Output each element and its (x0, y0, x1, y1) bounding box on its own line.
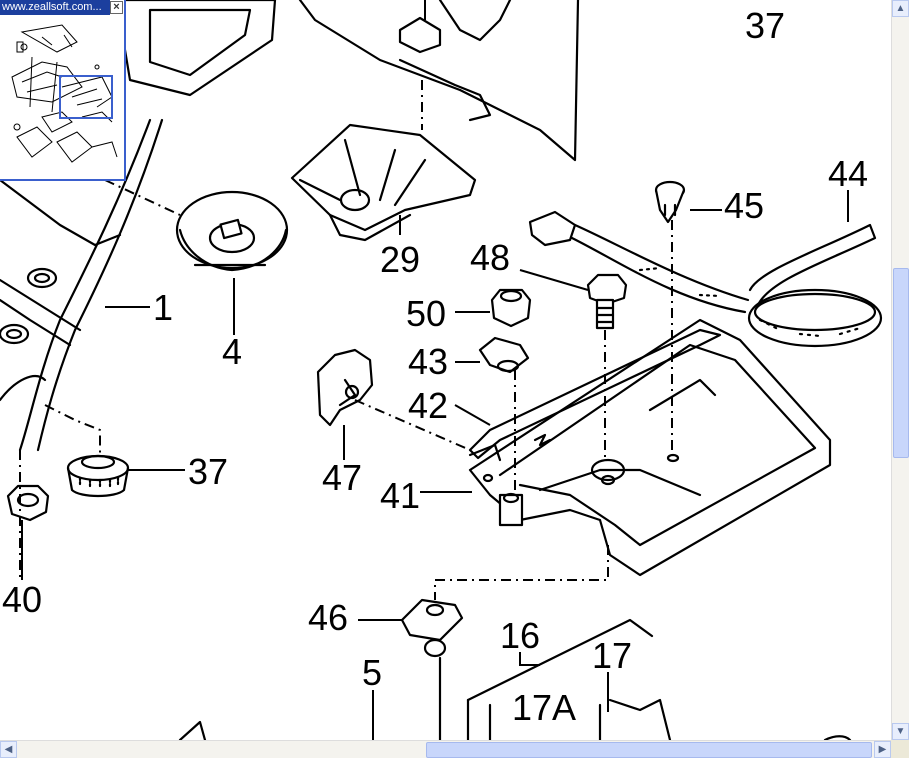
callout-45: 45 (724, 185, 764, 226)
parts-diagram: 1 4 5 16 17 17A 29 37 37 40 41 42 43 44 … (0, 0, 883, 740)
callout-37: 37 (188, 451, 228, 492)
tray-41 (468, 318, 832, 577)
callout-4: 4 (222, 331, 242, 372)
vertical-scroll-thumb[interactable] (893, 268, 909, 458)
navigator-title: www.zeallsoft.com... (0, 0, 110, 15)
strip-42 (468, 328, 722, 460)
nut-50 (490, 288, 532, 328)
nut-40 (6, 484, 50, 522)
callout-17a: 17A (512, 687, 576, 728)
clip-46 (400, 598, 464, 658)
callout-5: 5 (362, 652, 382, 693)
navigator-view-box[interactable] (59, 75, 113, 119)
callout-1: 1 (153, 287, 173, 328)
connector-wire (528, 210, 750, 314)
rail-part-1 (18, 118, 152, 452)
scrollbar-corner (891, 740, 909, 758)
scroll-right-button[interactable]: ▶ (874, 741, 891, 758)
grommet-37 (66, 454, 130, 498)
scroll-up-button[interactable]: ▲ (892, 0, 909, 17)
callout-40: 40 (2, 579, 42, 620)
callout-37-top: 37 (745, 5, 785, 46)
close-icon[interactable]: × (110, 1, 123, 14)
scroll-down-button[interactable]: ▼ (892, 723, 909, 740)
bolt-48 (586, 273, 628, 330)
callout-42: 42 (408, 385, 448, 426)
diagram-viewport[interactable]: 1 4 5 16 17 17A 29 37 37 40 41 42 43 44 … (0, 0, 891, 740)
horizontal-scrollbar[interactable]: ◀ ▶ (0, 740, 891, 758)
callout-17: 17 (592, 635, 632, 676)
clip-45 (654, 180, 686, 224)
callout-44: 44 (828, 153, 868, 194)
floor-panel-top (118, 0, 277, 97)
callout-29: 29 (380, 239, 420, 280)
bracket-47 (316, 348, 374, 427)
scroll-left-button[interactable]: ◀ (0, 741, 17, 758)
callout-46: 46 (308, 597, 348, 638)
tape-44 (747, 223, 883, 348)
callout-16: 16 (500, 615, 540, 656)
callout-48: 48 (470, 237, 510, 278)
navigator-thumbnail[interactable] (2, 17, 123, 177)
mount-29 (290, 123, 477, 242)
clip-43 (478, 336, 530, 374)
callout-43: 43 (408, 341, 448, 382)
horizontal-scroll-thumb[interactable] (426, 742, 872, 758)
navigator-panel[interactable]: www.zeallsoft.com... × (0, 0, 126, 181)
callout-50: 50 (406, 293, 446, 334)
spring-seat-4 (175, 190, 289, 272)
callout-41: 41 (380, 475, 420, 516)
callout-47: 47 (322, 457, 362, 498)
vertical-scrollbar[interactable]: ▲ ▼ (891, 0, 909, 740)
